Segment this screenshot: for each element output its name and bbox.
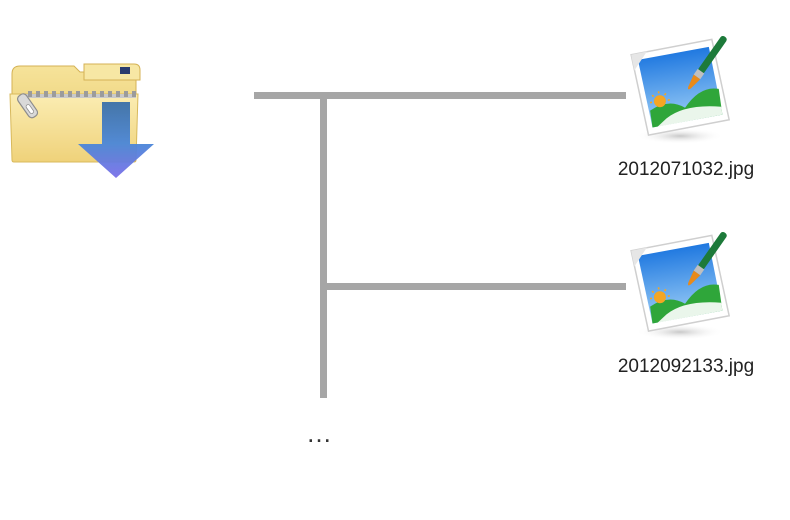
connector-branch-horizontal	[320, 283, 626, 290]
connector-trunk-vertical	[320, 92, 327, 398]
zip-folder-download-icon	[9, 63, 154, 178]
archive-node	[8, 58, 158, 182]
image-file-icon	[630, 35, 731, 144]
file-name-label: 2012092133.jpg	[617, 356, 755, 377]
more-files-ellipsis: …	[306, 418, 334, 448]
connector-main-horizontal	[254, 92, 626, 99]
file-node-2	[622, 222, 742, 342]
image-file-icon	[630, 231, 731, 340]
file-node-1	[622, 26, 742, 146]
file-name-label: 2012071032.jpg	[617, 159, 755, 180]
